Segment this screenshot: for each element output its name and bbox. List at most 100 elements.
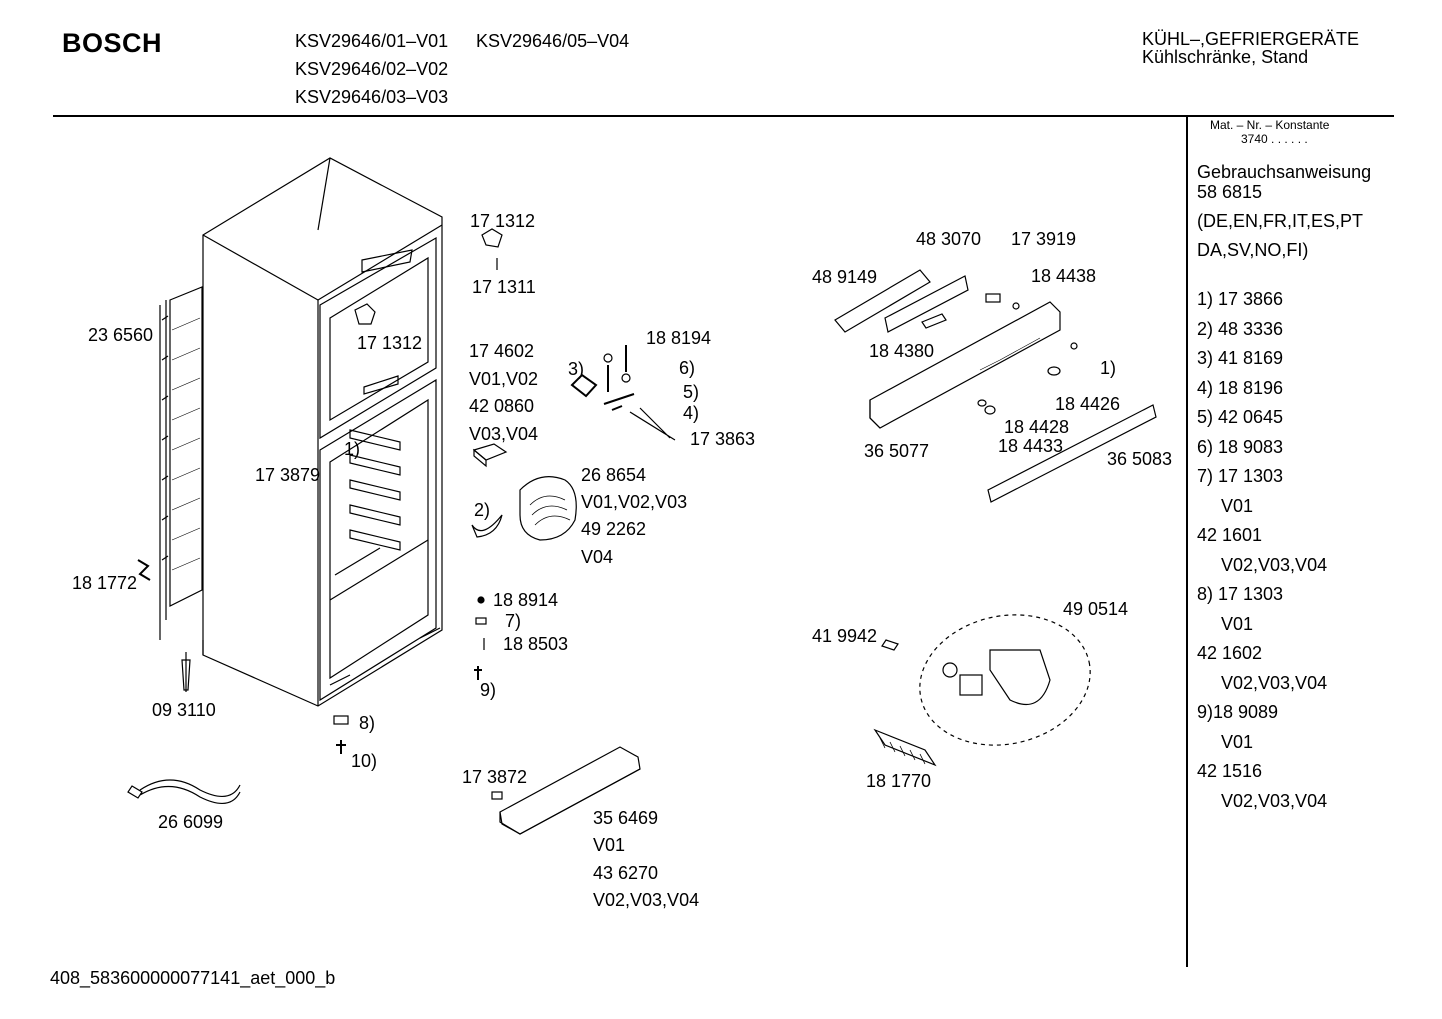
part-label: 17 3919 (1011, 229, 1077, 249)
part-label: 17 3863 (690, 429, 756, 449)
part-icon (621, 373, 631, 383)
parts-list-item: 8) 17 1303 (1197, 584, 1284, 604)
part-184428-icon (977, 399, 987, 407)
part-label: 43 6270 (593, 863, 659, 883)
part-label: 36 5077 (864, 441, 930, 461)
control-panel-edge (869, 400, 881, 429)
part-label: V01,V02 (469, 369, 539, 389)
part-label: 9) (480, 680, 497, 700)
part-label: 18 4433 (998, 436, 1064, 456)
manual-languages: DA,SV,NO,FI) (1197, 240, 1309, 260)
fan-cover-icon (519, 476, 577, 541)
part-8-icon (333, 715, 349, 725)
fridge-cabinet-drawing (202, 157, 443, 707)
part-label: 09 3110 (152, 700, 216, 720)
part-label: 18 8914 (493, 590, 559, 610)
part-label: 3) (568, 359, 585, 379)
part-label: 6) (679, 358, 696, 378)
document-code: 408_583600000077141_aet_000_b (50, 968, 336, 988)
model-number: KSV29646/05–V04 (476, 31, 630, 51)
light-cover-icon (989, 649, 1051, 705)
parts-list-item: V01 (1221, 495, 1254, 516)
drain-hose-icon (181, 652, 191, 692)
lamp-socket-icon (942, 662, 958, 678)
hinge-icon (481, 228, 503, 248)
model-number: KSV29646/03–V03 (295, 87, 449, 107)
parts-sidebar: Mat. – Nr. – Konstante 3740 . . . . . . … (1197, 118, 1392, 820)
lamp-icon (959, 674, 983, 696)
part-181770-icon (873, 728, 937, 767)
part-label: 7) (505, 611, 522, 631)
part-label: V01,V02,V03 (581, 492, 688, 512)
parts-list-item: 42 1516 (1197, 761, 1263, 781)
part-label: 1) (1100, 358, 1117, 378)
part-184438-icon (1012, 302, 1020, 310)
parts-list-item: 9)18 9089 (1197, 702, 1279, 722)
parts-list-item: V02,V03,V04 (1221, 790, 1328, 811)
part-label: 18 8503 (503, 634, 569, 654)
part-489149-icon (834, 269, 931, 333)
part-184426-icon (1047, 366, 1061, 376)
header-divider (53, 115, 1394, 117)
part-label: V02,V03,V04 (593, 890, 700, 910)
manual-title: Gebrauchsanweisung (1197, 162, 1372, 182)
part-419942-icon (881, 639, 899, 651)
part-174602-side (473, 448, 487, 468)
parts-list-item: 1) 17 3866 (1197, 289, 1284, 309)
part-label: 48 9149 (812, 267, 878, 287)
part-label: 1) (344, 439, 361, 459)
part-label: 4) (683, 403, 700, 423)
part-label: 17 4602 (469, 341, 535, 361)
part-label: 36 5083 (1107, 449, 1173, 469)
brand-logo: BOSCH (62, 28, 163, 58)
part-label: 17 1311 (472, 277, 536, 297)
part-label: V03,V04 (469, 424, 539, 444)
sidebar-divider (1186, 116, 1188, 967)
manual-number: 58 6815 (1197, 182, 1263, 202)
part-label: 18 4380 (869, 341, 935, 361)
fan-cover-fins (529, 495, 571, 526)
model-number: KSV29646/02–V02 (295, 59, 449, 79)
parts-list-item: V01 (1221, 731, 1254, 752)
category-title: KÜHL–,GEFRIERGERÄTE (1142, 29, 1360, 49)
part-label: 18 4426 (1055, 394, 1121, 414)
part-label: 5) (683, 382, 700, 402)
part-label: 23 6560 (88, 325, 154, 345)
part-3-icon (570, 373, 598, 398)
part-173919-icon (985, 293, 1001, 303)
part-label: 49 2262 (581, 519, 647, 539)
control-panel-detail (979, 337, 1041, 371)
part-label: 10) (351, 751, 378, 771)
parts-list-item: 6) 18 9083 (1197, 436, 1284, 457)
part-label: 17 3872 (462, 767, 528, 787)
part-label: 17 1312 (357, 333, 423, 353)
leader-line (629, 407, 676, 441)
part-7-icon (475, 617, 487, 625)
parts-list-item: 42 1601 (1197, 525, 1263, 545)
part-188914-icon (477, 596, 485, 604)
bracket-icon (137, 559, 151, 581)
part-label: 49 0514 (1063, 599, 1129, 619)
part-label: 18 1770 (866, 771, 932, 791)
konstante-value: 3740 . . . . . . (1241, 132, 1308, 146)
power-cord-icon (127, 779, 241, 804)
part-174602-icon (472, 443, 508, 461)
condenser-drawing (159, 286, 203, 640)
part-label: 18 8194 (646, 328, 712, 348)
part-181770-fins (879, 737, 926, 765)
parts-list-item: 42 1602 (1197, 643, 1263, 663)
part-173872-icon (491, 791, 503, 800)
trim-strip-365083 (987, 404, 1157, 503)
part-icon (603, 353, 613, 363)
parts-list-item: V01 (1221, 613, 1254, 634)
parts-list-item: 2) 48 3336 (1197, 318, 1284, 339)
screw-icon (336, 740, 346, 754)
manual-languages: (DE,EN,FR,IT,ES,PT (1197, 211, 1364, 231)
kickplate-edge (499, 768, 641, 835)
part-label: 26 8654 (581, 465, 647, 485)
category-subtitle: Kühlschränke, Stand (1142, 47, 1309, 67)
parts-list-item: 4) 18 8196 (1197, 377, 1284, 398)
parts-list-item: V02,V03,V04 (1221, 554, 1328, 575)
mat-number-header: Mat. – Nr. – Konstante (1210, 118, 1330, 132)
spring-icon (603, 393, 635, 411)
